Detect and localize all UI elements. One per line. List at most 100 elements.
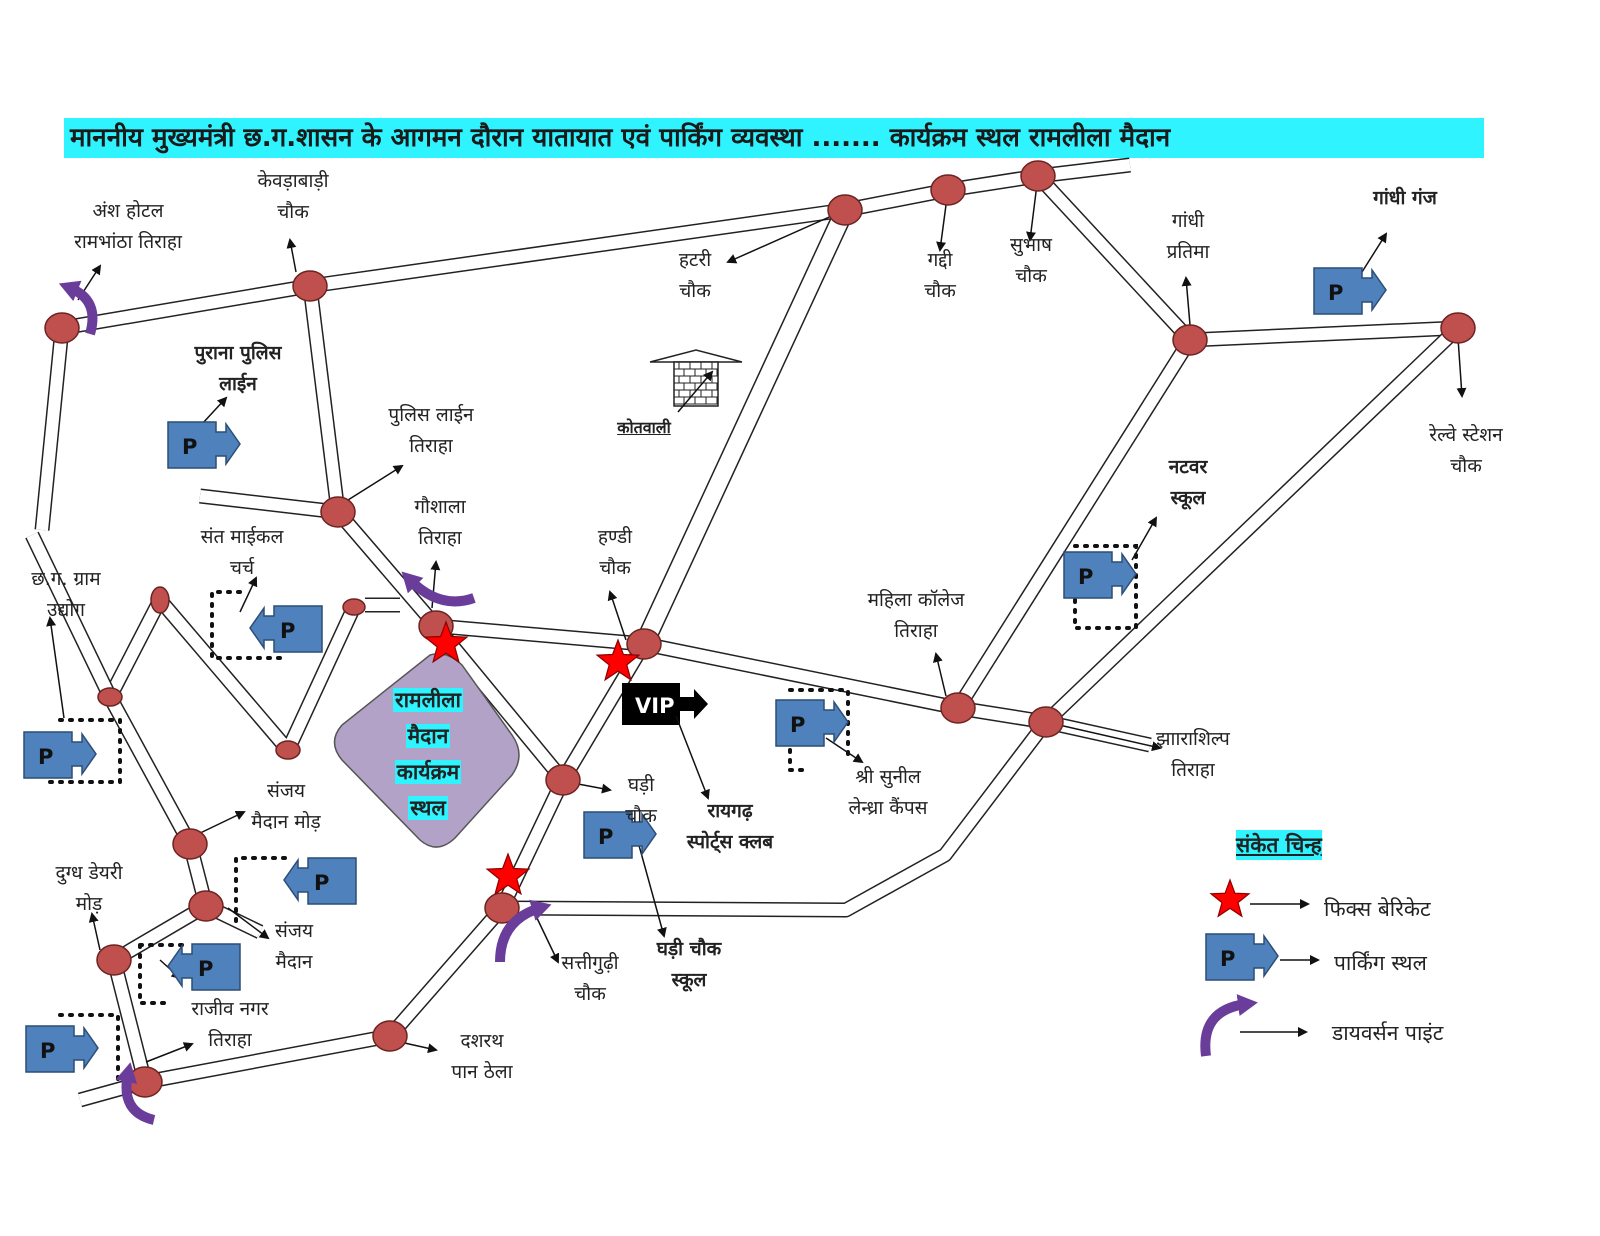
label-pointer-14 bbox=[607, 590, 627, 641]
parking-letter: P bbox=[280, 619, 295, 643]
label-pointer-23 bbox=[88, 912, 101, 951]
junction-4 bbox=[1020, 160, 1056, 192]
road-fill-12 bbox=[104, 594, 360, 756]
parking-letter: P bbox=[598, 825, 613, 849]
label-pointer-8 bbox=[677, 370, 714, 413]
label-hatri-chowk: हटरीचौक bbox=[678, 249, 712, 302]
junction-6 bbox=[1440, 312, 1476, 344]
label-gaddi-chowk: गद्दीचौक bbox=[924, 249, 956, 302]
road-fill-diagonal bbox=[636, 206, 853, 648]
venue-line-1: रामलीला bbox=[393, 688, 463, 712]
label-pointer-20 bbox=[577, 783, 612, 794]
label-pointer-16 bbox=[932, 652, 947, 697]
venue-line-4: स्थल bbox=[408, 796, 448, 820]
label-pointer-24 bbox=[227, 907, 270, 940]
label-dugdh-dairy-mod: दुग्ध डेयरीमोड़ bbox=[55, 862, 123, 915]
junction-10 bbox=[545, 764, 581, 796]
parking-icon bbox=[249, 605, 323, 653]
label-pointer-1 bbox=[286, 238, 297, 273]
label-pointer-27 bbox=[399, 1041, 438, 1054]
parking-zone-outline-4 bbox=[234, 856, 287, 927]
parking-rajeev-nagar-south: P bbox=[25, 1025, 99, 1073]
junction-small-2 bbox=[275, 740, 301, 760]
vip-arrow-icon bbox=[678, 689, 708, 719]
parking-letter: P bbox=[40, 1039, 55, 1063]
label-handi-chowk: हण्डीचौक bbox=[597, 526, 633, 579]
legend-barricade-icon bbox=[1209, 878, 1251, 918]
parking-letter: P bbox=[198, 957, 213, 981]
parking-icon bbox=[283, 857, 357, 905]
parking-zone-outline-6 bbox=[1073, 544, 1138, 630]
map-title: माननीय मुख्यमंत्री छ.ग.शासन के आगमन दौरा… bbox=[70, 123, 1171, 153]
parking-letter: P bbox=[1328, 281, 1343, 305]
parking-letter: P bbox=[38, 745, 53, 769]
road-fill-13 bbox=[26, 532, 212, 1084]
map-extras: VIP bbox=[333, 349, 743, 848]
parking-letter: P bbox=[314, 871, 329, 895]
label-pointer-7 bbox=[201, 396, 228, 425]
parking-icon bbox=[1313, 267, 1387, 315]
junction-14 bbox=[372, 1020, 408, 1052]
barricade-handi-chowk bbox=[595, 638, 641, 682]
parking-cg-gram-udyog: P bbox=[23, 731, 97, 779]
parking-sant-michael: P bbox=[249, 605, 323, 653]
parking-zone-outlines bbox=[48, 544, 1138, 1082]
legend-title: संकेत चिन्ह bbox=[1236, 830, 1322, 860]
parking-icon bbox=[1063, 551, 1137, 599]
label-pointer-10 bbox=[1456, 337, 1467, 398]
legend-diversion-icon bbox=[1200, 994, 1258, 1057]
junction-11 bbox=[940, 692, 976, 724]
vip-box bbox=[622, 683, 680, 725]
label-pointer-2 bbox=[726, 209, 846, 264]
venue-line-2: मैदान bbox=[405, 724, 451, 748]
barricade-sattigudhi bbox=[485, 852, 531, 896]
label-pointer-15 bbox=[46, 616, 65, 719]
label-raigarh-sports-club: रायगढ़स्पोर्ट्स क्लब bbox=[686, 800, 774, 853]
junction-small-0 bbox=[150, 586, 170, 614]
junction-2 bbox=[827, 194, 863, 226]
parking-sanjay-maidan: P bbox=[283, 857, 357, 905]
label-pointer-6 bbox=[1361, 232, 1388, 273]
vip-label: VIP bbox=[635, 694, 674, 718]
parking-letter: P bbox=[182, 435, 197, 459]
title-bar bbox=[64, 118, 1484, 158]
label-sattigudhi-chowk: सत्तीगुढ़ीचौक bbox=[561, 952, 619, 1005]
junction-13 bbox=[484, 892, 520, 924]
road-fill-10 bbox=[501, 323, 1463, 916]
label-pointer-9 bbox=[347, 464, 404, 501]
junction-3 bbox=[930, 174, 966, 206]
junction-18 bbox=[172, 828, 208, 860]
junction-0 bbox=[44, 312, 80, 344]
junction-7 bbox=[320, 496, 356, 528]
junction-5 bbox=[1172, 324, 1208, 356]
parking-zone-outline-5 bbox=[788, 688, 850, 772]
parking-zone-outline-3 bbox=[138, 943, 188, 1005]
label-pointer-19 bbox=[1045, 721, 1162, 752]
junction-1 bbox=[292, 270, 328, 302]
label-kotwali: कोतवाली bbox=[617, 418, 671, 437]
road-fill-2 bbox=[304, 285, 344, 513]
label-gandhi-pratima: गांधीप्रतिमा bbox=[1166, 210, 1210, 263]
parking-zone-outline-1 bbox=[48, 718, 122, 784]
road-fill-5 bbox=[435, 620, 1047, 728]
parking-letter: P bbox=[1078, 565, 1093, 589]
junction-small-3 bbox=[342, 598, 366, 616]
road-fill-7 bbox=[557, 640, 650, 784]
diversion-point-2 bbox=[495, 899, 552, 963]
venue-line-3: कार्यक्रम bbox=[394, 760, 462, 784]
junction-15 bbox=[127, 1066, 163, 1098]
parking-purana-police-line: P bbox=[167, 421, 241, 469]
diversion-point-0 bbox=[58, 280, 98, 336]
parking-sunil-lendhra: P bbox=[775, 699, 849, 747]
parking-icon bbox=[167, 421, 241, 469]
parking-icon bbox=[167, 943, 241, 991]
